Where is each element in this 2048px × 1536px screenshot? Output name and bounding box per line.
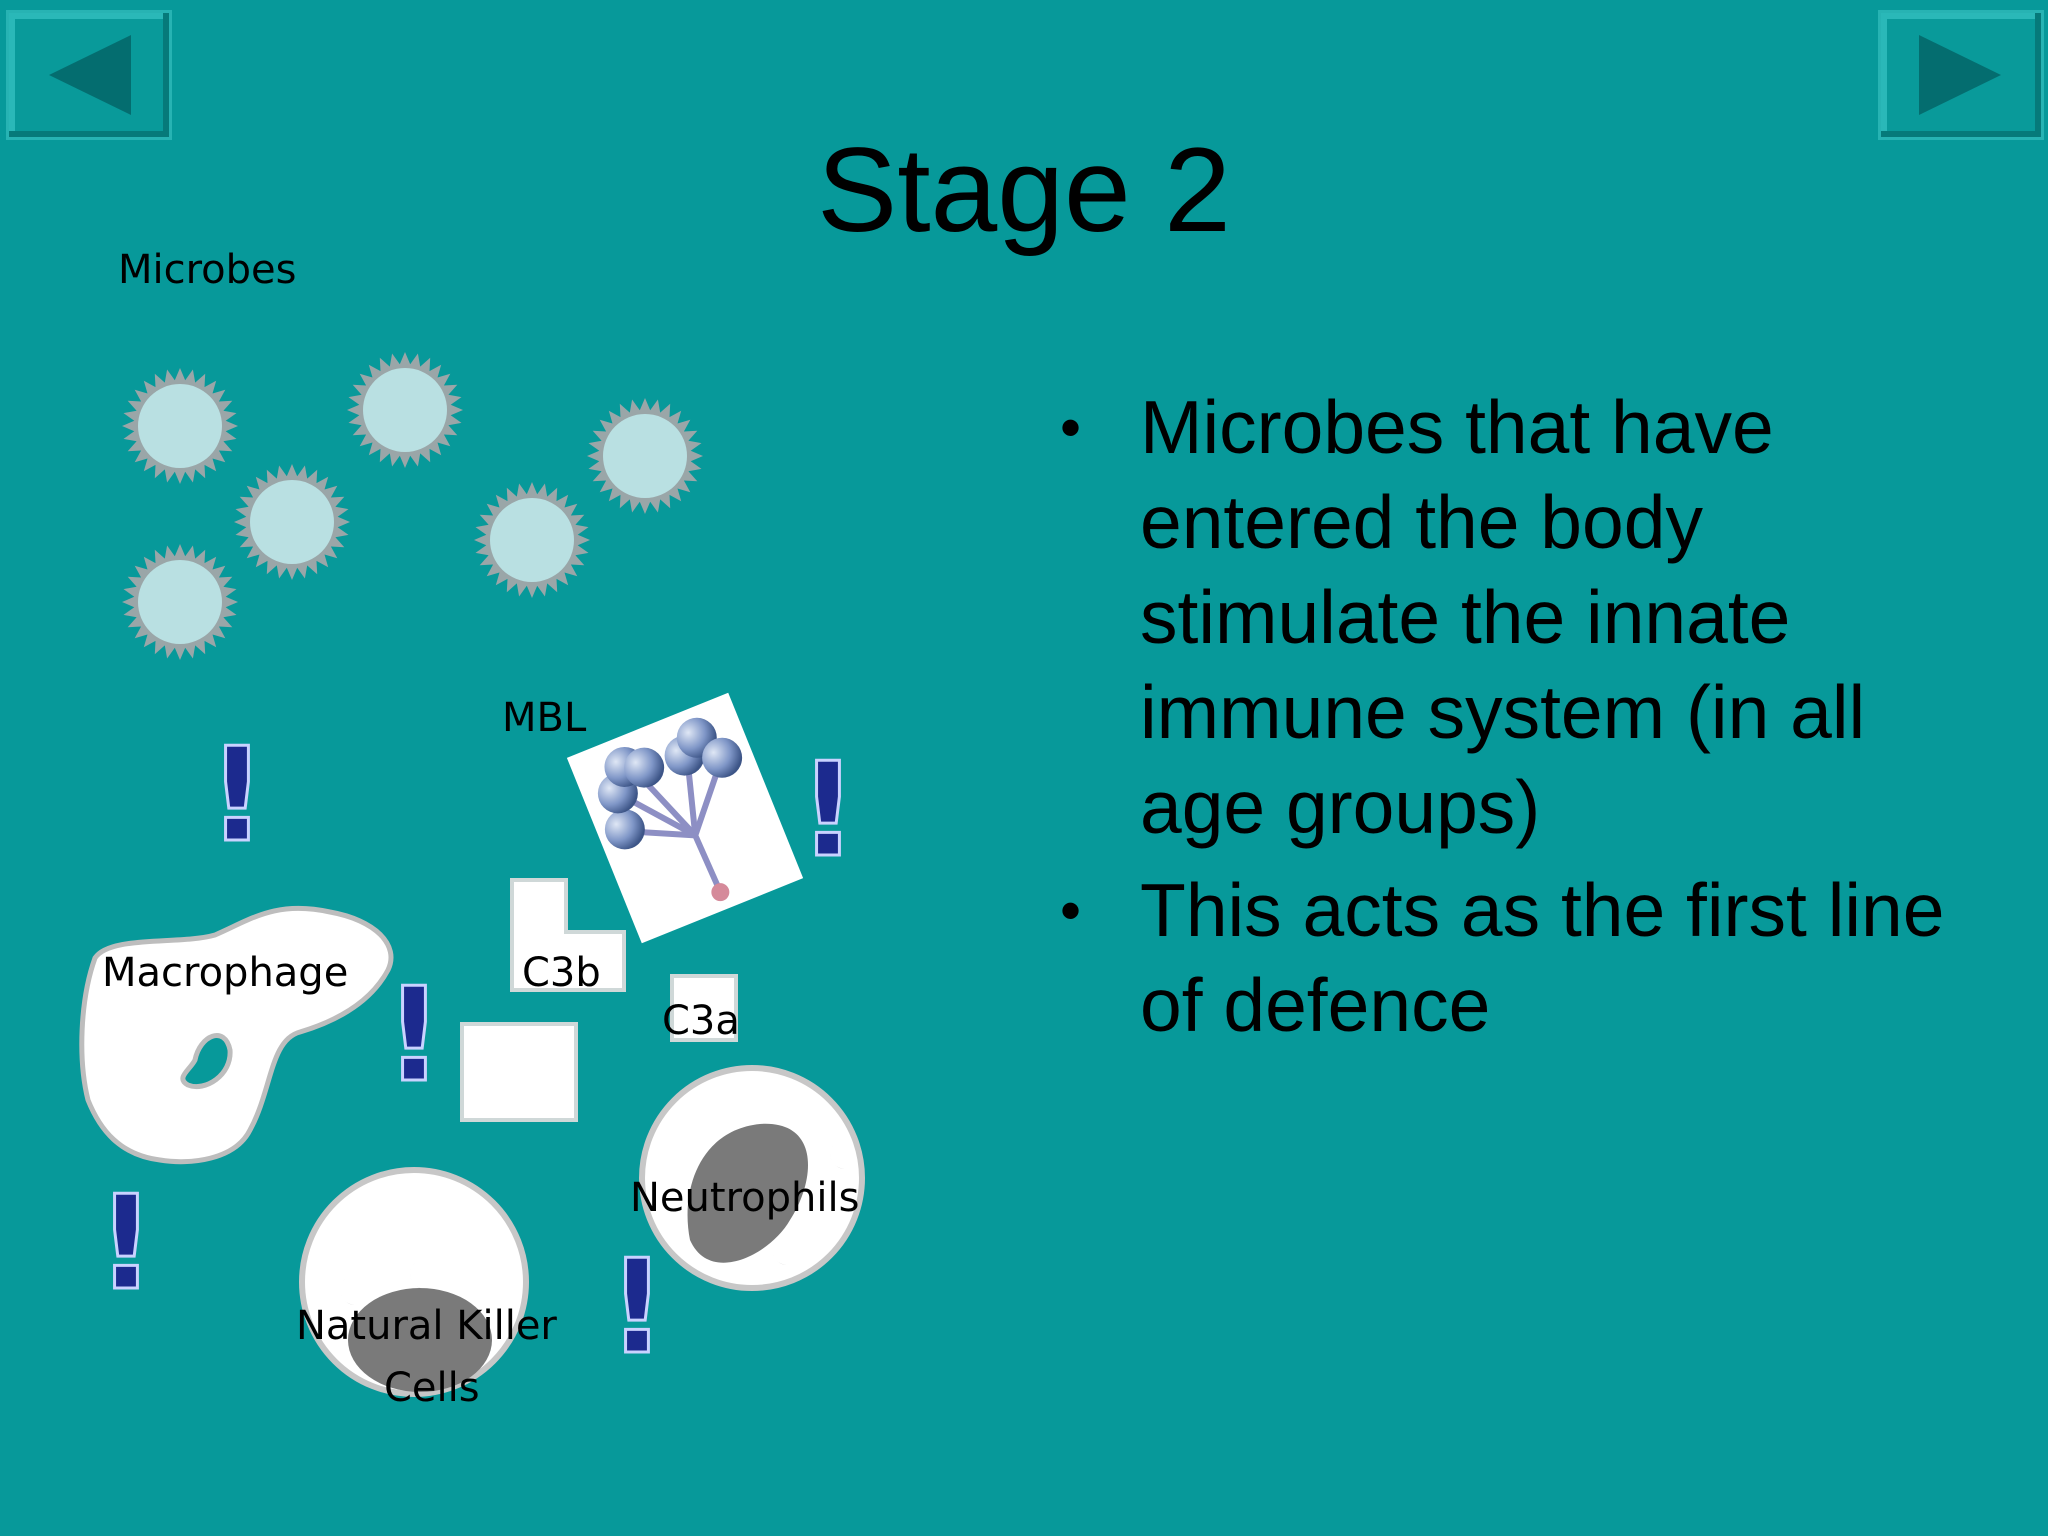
bullet-item: • This acts as the first line of defence [1060, 863, 1960, 1053]
macrophage-label: Macrophage [102, 950, 349, 996]
bullet-text: Microbes that have entered the body stim… [1140, 385, 1866, 849]
next-slide-button[interactable] [1878, 10, 2044, 140]
microbe [490, 498, 574, 582]
natural-killer-cell [299, 1167, 529, 1397]
previous-slide-button[interactable] [6, 10, 172, 140]
microbe-group [122, 352, 703, 660]
right-arrow-icon [1919, 35, 2001, 115]
alert-icon: ! [798, 734, 857, 886]
microbe [250, 480, 334, 564]
macrophage-cell [79, 905, 394, 1165]
bullet-item: • Microbes that have entered the body st… [1060, 380, 1960, 855]
bullet-glyph: • [1060, 394, 1082, 461]
alert-icon: ! [384, 959, 443, 1111]
alert-icon: ! [96, 1167, 155, 1319]
alert-icon: ! [607, 1231, 666, 1383]
alert-group: !!!!! [95, 718, 859, 1385]
mbl-molecule [566, 692, 804, 944]
microbe [363, 368, 447, 452]
bullet-glyph: • [1060, 877, 1082, 944]
alert-icon: ! [207, 719, 266, 871]
c3b-block [510, 878, 626, 992]
neutrophils-label: Neutrophils [630, 1175, 860, 1221]
natural-killer-label-line2: Cells [384, 1365, 480, 1411]
natural-killer-label: Natural Killer [296, 1303, 557, 1349]
left-arrow-icon [49, 35, 131, 115]
bullet-text: This acts as the first line of defence [1140, 868, 1945, 1047]
mbl-label: MBL [502, 695, 587, 741]
c3a-block [670, 974, 738, 1042]
bullet-list: • Microbes that have entered the body st… [1060, 380, 1960, 1061]
microbe [138, 560, 222, 644]
microbes-label: Microbes [118, 247, 297, 293]
complement-block [460, 1022, 578, 1122]
c3a-label: C3a [662, 998, 740, 1044]
microbe [603, 414, 687, 498]
neutrophil-cell [639, 1065, 865, 1291]
c3b-label: C3b [522, 950, 601, 996]
slide-title: Stage 2 [817, 123, 1231, 257]
microbe [138, 384, 222, 468]
